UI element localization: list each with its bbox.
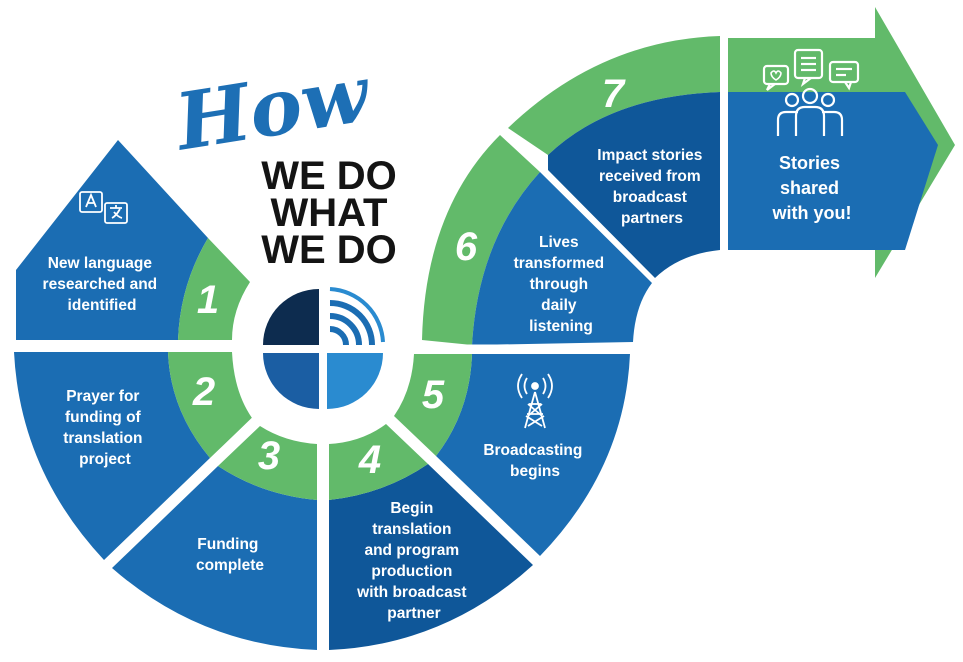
title-line: WHAT [271, 191, 388, 235]
step-1-blue-panel [16, 140, 208, 340]
logo-waves [329, 300, 375, 346]
step-2-number: 2 [192, 370, 215, 414]
final-label: Stories shared with you! [772, 153, 852, 223]
step-4-label-line: with broadcast [356, 584, 466, 601]
step-4-label: Begin translation and program production… [356, 500, 471, 622]
step-5-blue-panel [436, 354, 630, 556]
step-7-label-line: received from [599, 168, 701, 185]
arrow-blue-body [728, 92, 938, 250]
step-3-green-band [218, 426, 317, 500]
title-line: WE DO [261, 154, 397, 198]
step-6-label-line: transformed [514, 255, 604, 272]
step-1-green-band [178, 238, 250, 340]
step-5-label: Broadcasting begins [483, 442, 586, 480]
step-7-blue-panel [548, 92, 720, 278]
step-5-label-line: begins [510, 463, 560, 480]
step-7-label-line: Impact stories [597, 147, 702, 164]
step-7-label: Impact stories received from broadcast p… [597, 147, 706, 227]
step-7: 7 Impact stories received from broadcast… [508, 36, 720, 278]
step-3-label: Funding complete [196, 536, 264, 574]
step-6: 6 Lives transformed through daily listen… [422, 135, 652, 345]
step-2-label: Prayer for funding of translation projec… [63, 388, 147, 468]
final-label-line: shared [780, 178, 839, 198]
center-disk [233, 259, 413, 439]
logo-quadrant-top-left [263, 289, 319, 345]
step-5-label-line: Broadcasting [483, 442, 582, 459]
step-4-label-line: and program [364, 542, 459, 559]
step-6-label-line: daily [541, 297, 577, 314]
title-how: How [168, 48, 378, 169]
logo-quadrant-bottom-left [263, 353, 319, 409]
step-7-label-line: broadcast [613, 189, 687, 206]
logo-quadrant-bottom-right [327, 353, 383, 409]
step-2-blue-panel [14, 352, 210, 560]
step-2-label-line: translation [63, 430, 142, 447]
step-5-number: 5 [422, 373, 445, 417]
step-4-green-band [329, 424, 428, 500]
broadcast-logo-icon [263, 287, 385, 409]
step-6-label: Lives transformed through daily listenin… [514, 234, 609, 335]
final-arrow: Stories shared with you! [728, 7, 955, 278]
step-7-number: 7 [602, 72, 626, 116]
step-6-label-line: through [530, 276, 589, 293]
step-5: 5 Broadcasting begins [394, 354, 630, 556]
step-1-label-line: identified [68, 297, 137, 314]
step-6-label-line: Lives [539, 234, 579, 251]
step-2-label-line: project [79, 451, 131, 468]
step-4-blue-panel [329, 464, 533, 650]
step-3-number: 3 [258, 434, 280, 478]
step-2: 2 Prayer for funding of translation proj… [14, 352, 252, 560]
separator-2-3 [104, 417, 259, 568]
step-4-number: 4 [358, 438, 381, 482]
final-label-line: with you! [772, 203, 852, 223]
step-1-label-line: researched and [43, 276, 158, 293]
step-6-blue-panel [472, 172, 652, 345]
step-1-number: 1 [197, 278, 219, 322]
ring-separators [10, 341, 635, 655]
step-5-green-band [394, 354, 472, 456]
radio-tower-icon [517, 373, 553, 429]
step-1: 1 New language researched and identified [16, 140, 250, 340]
step-2-green-band [168, 352, 252, 458]
step-4-label-line: Begin [390, 500, 433, 517]
step-4-label-line: translation [372, 521, 451, 538]
step-3-label-line: Funding [197, 536, 258, 553]
step-2-label-line: funding of [65, 409, 142, 426]
step-1-label-line: New language [48, 255, 153, 272]
step-2-label-line: Prayer for [66, 388, 139, 405]
step-7-label-line: partners [621, 210, 683, 227]
separator-4-5 [387, 416, 542, 566]
step-4-label-line: production [371, 563, 452, 580]
step-6-number: 6 [455, 225, 478, 269]
step-4: 4 Begin translation and program producti… [329, 424, 533, 650]
translate-icon [79, 191, 128, 224]
step-6-green-band [422, 135, 540, 345]
step-4-label-line: partner [387, 605, 440, 622]
step-1-label: New language researched and identified [43, 255, 162, 314]
step-3: 3 Funding complete [112, 426, 317, 650]
step-3-blue-panel [112, 466, 317, 650]
step-6-label-line: listening [529, 318, 593, 335]
people-chat-icon [762, 48, 860, 136]
title-block: How WE DO WHAT WE DO [168, 48, 397, 272]
step-3-label-line: complete [196, 557, 264, 574]
step-7-green-band [508, 36, 720, 155]
title-line: WE DO [261, 228, 397, 272]
final-label-line: Stories [779, 153, 840, 173]
